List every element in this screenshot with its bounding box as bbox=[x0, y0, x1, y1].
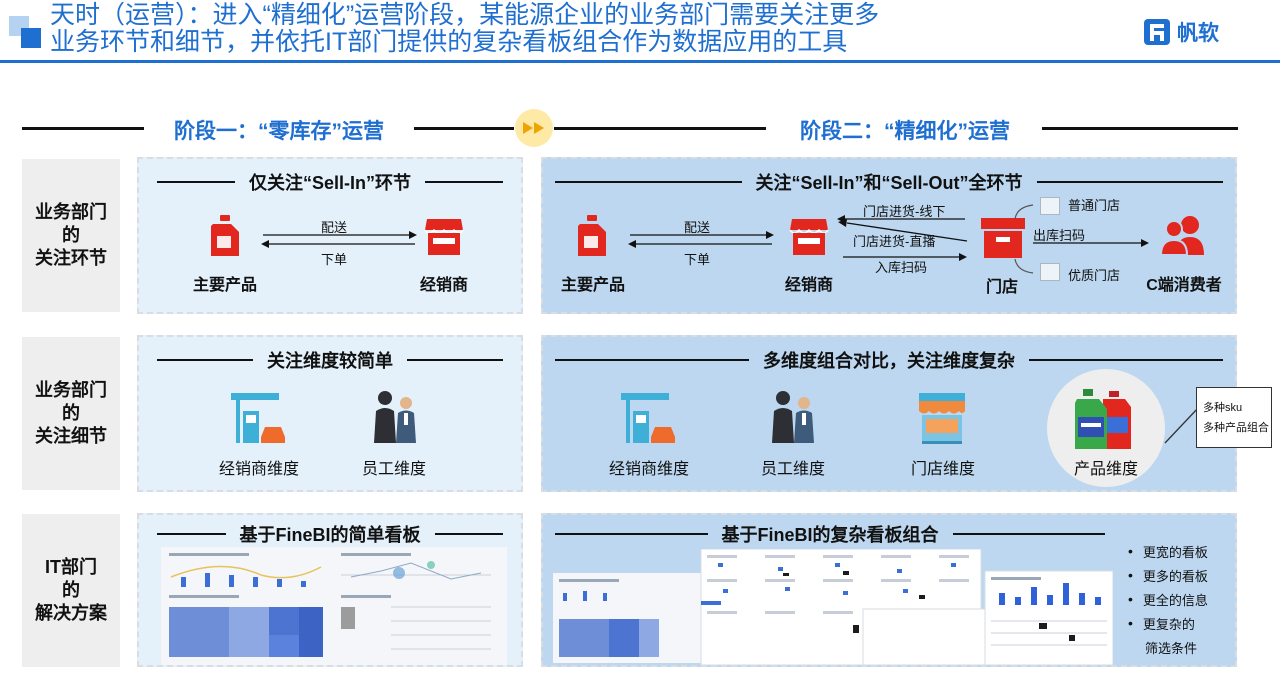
dealer-dimension-label: 经销商维度 bbox=[608, 461, 689, 478]
benefit-item-continued: 筛选条件 bbox=[1145, 640, 1198, 656]
store-dimension-label: 门店维度 bbox=[910, 461, 975, 478]
product-dimension-label: 产品维度 bbox=[1073, 461, 1138, 478]
store-purchase-live-label: 门店进货-直播 bbox=[853, 234, 936, 249]
panel-heading: 关注维度较简单 bbox=[139, 347, 521, 373]
panel-heading: 仅关注“Sell-In”环节 bbox=[139, 169, 521, 195]
callout-line-2: 多种产品组合 bbox=[1203, 422, 1269, 434]
scan-in-label: 入库扫码 bbox=[875, 260, 928, 275]
shop-icon bbox=[789, 219, 829, 255]
oil-can-icon bbox=[211, 215, 239, 256]
row-label-focus-details: 业务部门的关注细节 bbox=[22, 337, 120, 490]
store-branch-lines bbox=[1014, 204, 1034, 274]
stage-2-title: 阶段二：“精细化”运营 bbox=[800, 120, 1010, 143]
panel-row2-right: 多维度组合对比，关注维度复杂 经销商维度 员工维度 门店维度 产品维度 bbox=[541, 335, 1237, 492]
staff-icon bbox=[772, 391, 814, 443]
store-purchase-offline-label: 门店进货-线下 bbox=[863, 204, 946, 219]
normal-store-label: 普通门店 bbox=[1068, 198, 1121, 213]
deliver-order-arrows bbox=[628, 231, 774, 248]
product-label: 主要产品 bbox=[192, 277, 257, 294]
store-flow-arrows bbox=[837, 215, 968, 261]
panel-heading: 多维度组合对比，关注维度复杂 bbox=[543, 347, 1235, 373]
title-line-1: 天时（运营）：进入“精细化”运营阶段，某能源企业的业务部门需要关注更多 bbox=[50, 1, 880, 29]
quality-store-icon bbox=[1040, 263, 1060, 281]
staff-dimension-label: 员工维度 bbox=[760, 461, 825, 478]
scan-out-arrow bbox=[1033, 239, 1149, 247]
order-label: 下单 bbox=[683, 252, 710, 267]
page-title: 天时（运营）：进入“精细化”运营阶段，某能源企业的业务部门需要关注更多 业务环节… bbox=[50, 2, 1070, 56]
header-rule bbox=[0, 60, 1280, 63]
row-label-it-solution: IT部门的解决方案 bbox=[22, 514, 120, 667]
logo-text: 帆软 bbox=[1177, 22, 1219, 45]
panel-heading: 基于FineBI的简单看板 bbox=[139, 521, 521, 547]
stage-rule bbox=[414, 127, 514, 130]
dealer-dimension-label: 经销商维度 bbox=[218, 461, 299, 478]
benefit-item: •更宽的看板 bbox=[1128, 543, 1208, 560]
stage-rule bbox=[1042, 127, 1238, 130]
fast-forward-icon bbox=[515, 109, 553, 147]
consumer-label: C端消费者 bbox=[1146, 277, 1222, 294]
sku-callout: 多种sku 多种产品组合 bbox=[1196, 387, 1272, 448]
deliver-label: 配送 bbox=[320, 220, 347, 235]
panel-row3-left: 基于FineBI的简单看板 bbox=[137, 513, 523, 667]
panel-row1-right: 关注“Sell-In”和“Sell-Out”全环节 主要产品 配送 下单 经销商… bbox=[541, 157, 1237, 314]
simple-dashboard-thumbnail bbox=[161, 547, 507, 665]
order-label: 下单 bbox=[320, 252, 347, 267]
product-label: 主要产品 bbox=[560, 277, 625, 294]
title-deco-dark bbox=[21, 28, 41, 48]
store-box-icon bbox=[981, 218, 1025, 258]
logo-icon bbox=[1144, 19, 1170, 45]
complex-dashboard-thumbnails bbox=[553, 549, 1113, 665]
benefit-item: •更多的看板 bbox=[1128, 567, 1208, 584]
title-line-2: 业务环节和细节，并依托IT部门提供的复杂看板组合作为数据应用的工具 bbox=[50, 28, 848, 56]
shop-icon bbox=[424, 219, 464, 255]
callout-line-1: 多种sku bbox=[1203, 402, 1243, 414]
staff-icon bbox=[374, 391, 416, 443]
brand-logo: 帆软 bbox=[1143, 15, 1253, 49]
staff-dimension-label: 员工维度 bbox=[361, 461, 426, 478]
stage-1-title: 阶段一：“零库存”运营 bbox=[174, 120, 384, 143]
benefit-item: •更全的信息 bbox=[1128, 591, 1208, 608]
consumer-icon bbox=[1160, 216, 1204, 256]
panel-row2-left: 关注维度较简单 经销商维度 员工维度 bbox=[137, 335, 523, 492]
deliver-order-arrows bbox=[261, 231, 417, 248]
store-front-icon bbox=[919, 393, 965, 444]
scan-out-label: 出库扫码 bbox=[1033, 228, 1086, 243]
gas-station-icon bbox=[231, 393, 285, 443]
gas-station-icon bbox=[621, 393, 675, 443]
stage-rule bbox=[554, 127, 766, 130]
dealer-label: 经销商 bbox=[784, 277, 833, 294]
panel-heading: 关注“Sell-In”和“Sell-Out”全环节 bbox=[543, 169, 1235, 195]
callout-connector bbox=[1164, 406, 1200, 444]
oil-bottles-icon bbox=[1075, 389, 1131, 449]
benefits-list: •更宽的看板 •更多的看板 •更全的信息 •更复杂的 筛选条件 bbox=[1128, 539, 1208, 659]
benefit-item: •更复杂的 bbox=[1128, 615, 1195, 632]
row-label-focus-links: 业务部门的关注环节 bbox=[22, 159, 120, 312]
deliver-label: 配送 bbox=[683, 220, 710, 235]
store-label: 门店 bbox=[985, 279, 1018, 296]
quality-store-label: 优质门店 bbox=[1068, 268, 1121, 283]
panel-row1-left: 仅关注“Sell-In”环节 主要产品 经销商 配送 下单 bbox=[137, 157, 523, 314]
panel-heading: 基于FineBI的复杂看板组合 bbox=[543, 521, 1106, 547]
oil-can-icon bbox=[578, 215, 606, 256]
panel-row3-right: 基于FineBI的复杂看板组合 bbox=[541, 513, 1237, 667]
stage-rule bbox=[22, 127, 144, 130]
normal-store-icon bbox=[1040, 197, 1060, 215]
dealer-label: 经销商 bbox=[419, 277, 468, 294]
